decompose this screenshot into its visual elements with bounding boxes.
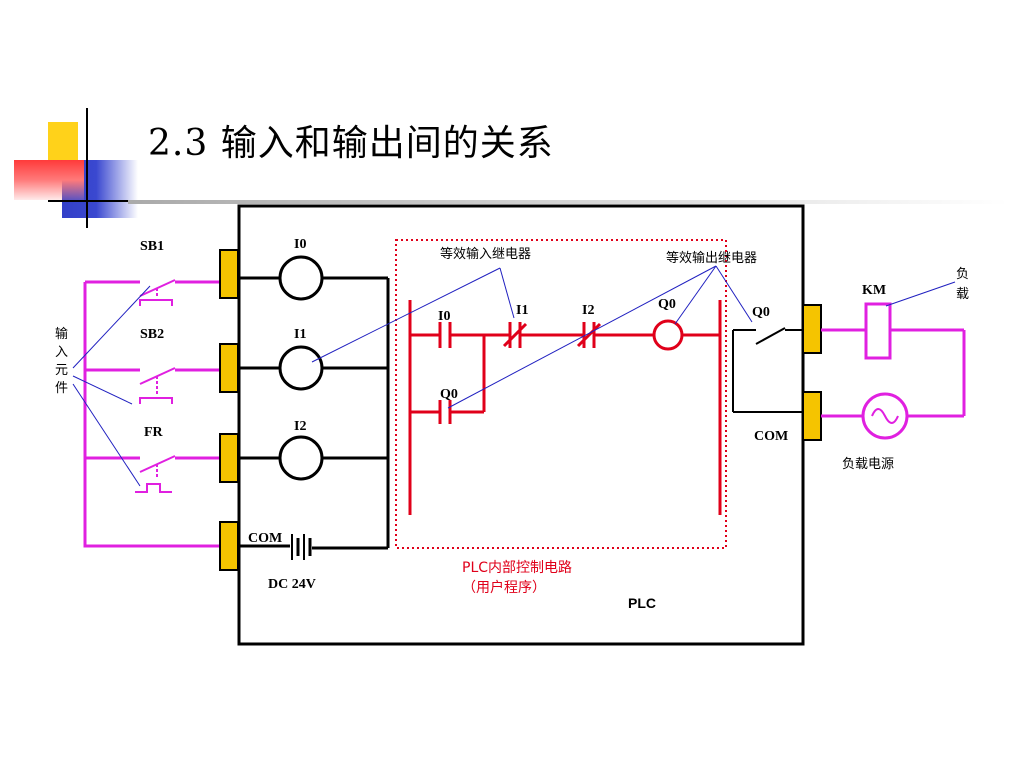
coil-i2 (278, 435, 324, 481)
label-user-program: （用户程序） (462, 579, 546, 596)
label-sb2: SB2 (140, 327, 164, 342)
label-dc: DC 24V (268, 577, 316, 592)
terminal-i0 (219, 249, 239, 299)
label-ladder-i0: I0 (438, 309, 450, 324)
internal-control-box (395, 239, 727, 549)
ac-wave (871, 408, 899, 424)
label-input-char-2: 入 (55, 345, 68, 360)
dc-battery (291, 534, 312, 560)
terminal-q0 (802, 304, 822, 354)
label-km: KM (862, 283, 886, 298)
ladder-diagram (408, 300, 722, 515)
input-terminals (219, 249, 239, 571)
label-input-char-3: 元 (55, 363, 68, 378)
page-title: 2.3 输入和输出间的关系 (148, 123, 554, 164)
input-pointer-lines (72, 285, 151, 487)
label-plc: PLC (628, 595, 656, 611)
label-ladder-q0-contact: Q0 (440, 387, 458, 402)
input-internal-circuit (238, 255, 390, 550)
label-plc-internal: PLC内部控制电路 (462, 560, 572, 576)
label-load-char-1: 负 (956, 267, 969, 282)
terminal-i2 (219, 433, 239, 483)
fr-switch (135, 455, 176, 493)
output-contact (732, 327, 805, 413)
label-input-char-1: 输 (55, 326, 68, 342)
label-load-char-2: 载 (956, 287, 969, 302)
terminal-com-out (802, 391, 822, 441)
coil-i0 (278, 255, 324, 301)
label-coil-i2: I2 (294, 419, 306, 434)
label-input-char-4: 件 (55, 381, 68, 396)
load-pointer-line (885, 281, 956, 307)
sb1-switch (139, 279, 176, 306)
terminal-i1 (219, 343, 239, 393)
terminal-com-in (219, 521, 239, 571)
relay-pointer-lines (311, 265, 753, 409)
label-com-out: COM (754, 429, 788, 444)
label-q0-out: Q0 (752, 305, 770, 320)
corner-decoration (0, 0, 1008, 230)
label-sb1: SB1 (140, 239, 164, 254)
output-wiring (821, 302, 966, 440)
ac-source (861, 392, 909, 440)
label-fr: FR (144, 425, 164, 440)
label-load-power: 负载电源 (842, 457, 894, 472)
label-ladder-i2: I2 (582, 303, 594, 318)
label-equiv-input: 等效输入继电器 (440, 246, 531, 262)
label-ladder-q0-coil: Q0 (658, 297, 676, 312)
label-coil-i1: I1 (294, 327, 306, 342)
ladder-q0-coil (652, 319, 684, 351)
output-terminals (802, 304, 822, 441)
km-coil (864, 302, 892, 360)
label-coil-i0: I0 (294, 237, 306, 252)
plc-box (237, 204, 805, 646)
label-com-in: COM (248, 531, 282, 546)
sb2-switch (139, 367, 176, 404)
label-equiv-output: 等效输出继电器 (666, 250, 757, 266)
coil-i1 (278, 345, 324, 391)
label-ladder-i1: I1 (516, 303, 528, 318)
input-wiring (83, 280, 222, 548)
